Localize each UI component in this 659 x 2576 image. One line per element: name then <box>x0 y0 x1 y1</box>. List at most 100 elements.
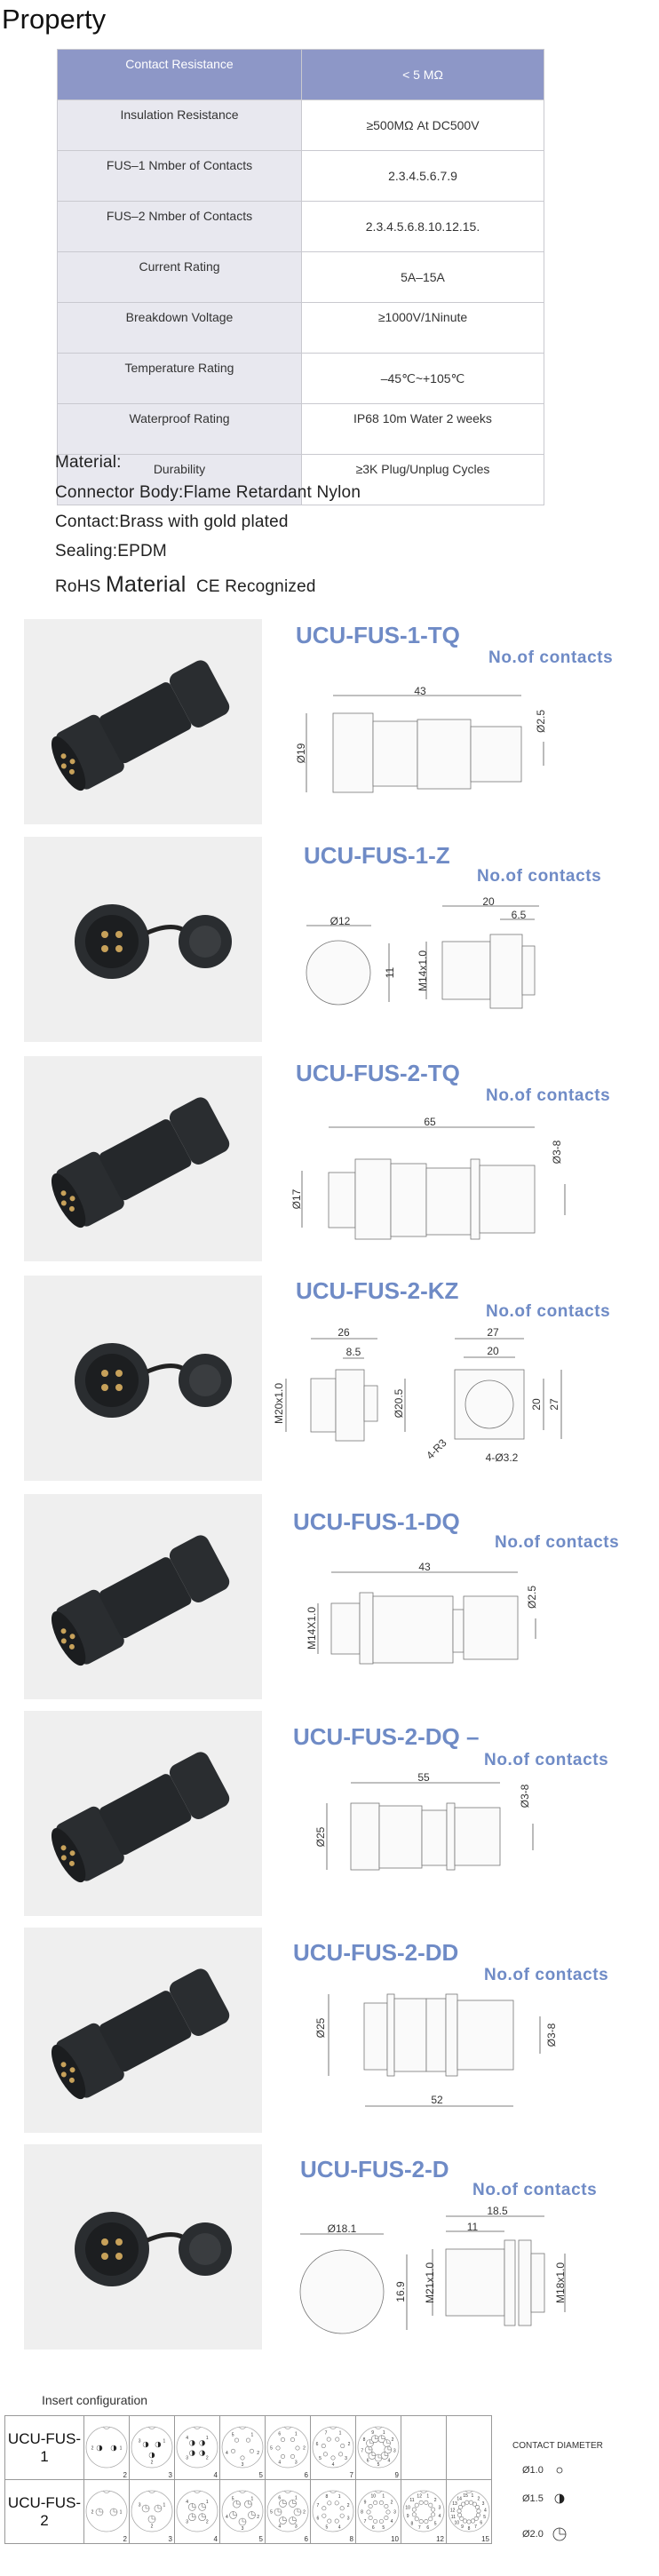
pin-number: 1 <box>339 2431 342 2437</box>
dimension-label: 20 <box>482 895 495 908</box>
product-model-title: UCU-FUS-1-TQ <box>296 622 460 648</box>
row-label: Current Rating <box>57 251 302 303</box>
pin-symbol <box>418 2500 424 2505</box>
dimension-label: Ø2.5 <box>535 710 547 733</box>
dimension-label: Ø20.5 <box>393 1388 405 1418</box>
drawing-part <box>421 1809 448 1866</box>
material-word: Material <box>105 572 187 597</box>
contact-count: 10 <box>391 2535 399 2543</box>
connector-image <box>51 1968 230 2100</box>
pin-number: 4 <box>226 2515 228 2520</box>
ce-label: CE Recognized <box>195 577 316 596</box>
drawing-circle <box>464 1379 514 1429</box>
pin-number: 3 <box>295 2524 298 2529</box>
dimension-label: M21x1.0 <box>424 2262 436 2303</box>
pin-number: 8 <box>411 2521 414 2526</box>
pin-symbol <box>411 2512 417 2517</box>
pin-number: 11 <box>409 2498 414 2503</box>
pin-number: 5 <box>270 2509 273 2515</box>
product-model-title: UCU-FUS-2-TQ <box>296 1060 460 1086</box>
drawing-part <box>372 1595 454 1664</box>
diameter-legend-item: Ø1.0 <box>522 2461 568 2479</box>
pin-number: 5 <box>434 2521 437 2526</box>
dimension-label: 20 <box>487 1345 499 1357</box>
row-label: Insulation Resistance <box>57 99 302 151</box>
pin-number: 7 <box>361 2449 363 2454</box>
pin-number: 1 <box>206 2500 209 2505</box>
pin-number: 3 <box>345 2456 347 2461</box>
pin-number: 1 <box>338 2494 341 2500</box>
pin-symbol <box>275 2445 281 2451</box>
insert-layout: 122 <box>85 2490 128 2543</box>
pin-symbol <box>290 2454 295 2460</box>
pin-number: 3 <box>242 2462 244 2468</box>
pin-number: 1 <box>471 2493 473 2499</box>
dimension-label: 27 <box>548 1398 560 1411</box>
drawing-part <box>417 719 472 790</box>
series-label: UCU-FUS-1 <box>4 2415 84 2480</box>
contact-count: 6 <box>305 2535 309 2543</box>
dimension-label: 16.9 <box>394 2281 407 2302</box>
certifications: RoHS Material CE Recognized <box>55 572 316 598</box>
drawing-part <box>390 1163 427 1237</box>
product-photo <box>24 619 262 824</box>
row-label: FUS–1 Nmber of Contacts <box>57 150 302 202</box>
pin-number: 2 <box>257 2451 259 2456</box>
drawing-part <box>359 1592 374 1665</box>
dimension-label: 18.5 <box>487 2205 508 2217</box>
pin-symbol <box>373 2518 378 2524</box>
row-value: 2.3.4.5.6.8.10.12.15. <box>301 201 544 252</box>
pin-number: 9 <box>371 2430 374 2436</box>
dimension-label: Ø25 <box>314 1826 327 1847</box>
pin-number: 1 <box>163 2438 165 2444</box>
table-header-row: Contact Resistance < 5 MΩ <box>57 49 544 100</box>
pin-symbol <box>475 2512 480 2517</box>
drawing-part <box>504 2239 516 2326</box>
rohs-label: RoHS <box>55 577 101 596</box>
row-label: Temperature Rating <box>57 353 302 404</box>
product-photo <box>24 1056 262 1261</box>
pin-number: 2 <box>151 2524 154 2529</box>
contacts-label: No.of contacts <box>484 1751 609 1769</box>
pin-symbol <box>280 2437 285 2442</box>
contact-diameter-title: CONTACT DIAMETER <box>512 2441 603 2451</box>
pin-symbol <box>368 2504 373 2509</box>
connector-image <box>51 1535 230 1666</box>
contacts-label: No.of contacts <box>488 648 614 667</box>
product-model-title: UCU-FUS-2-DD <box>293 1939 459 1966</box>
pin-number: 14 <box>457 2496 462 2501</box>
drawing-part <box>521 945 536 996</box>
material-heading: Material: <box>55 453 122 472</box>
dimension-label: 52 <box>431 2094 443 2106</box>
pin-symbol <box>280 2454 285 2460</box>
pin-number: 5 <box>382 2525 385 2531</box>
quartered-circle-icon <box>552 2527 567 2541</box>
row-value: –45℃~+105℃ <box>301 353 544 404</box>
pin-symbol <box>234 2437 240 2443</box>
product-photo <box>24 1276 262 1481</box>
pin-number: 6 <box>367 2459 369 2464</box>
pin-number: 1 <box>383 2430 385 2436</box>
pin-number: 4 <box>278 2524 281 2529</box>
pin-symbol <box>373 2500 378 2506</box>
drawing-part <box>330 1602 361 1655</box>
pin-number: 1 <box>206 2436 209 2441</box>
pin-symbol <box>457 2512 463 2517</box>
pin-number: 2 <box>303 2509 306 2515</box>
table-row: Temperature Rating–45℃~+105℃ <box>57 353 544 404</box>
pin-number: 1 <box>295 2431 298 2437</box>
drawing-part <box>425 1998 447 2072</box>
pin-number: 1 <box>120 2445 123 2451</box>
pin-symbol <box>231 2448 236 2453</box>
